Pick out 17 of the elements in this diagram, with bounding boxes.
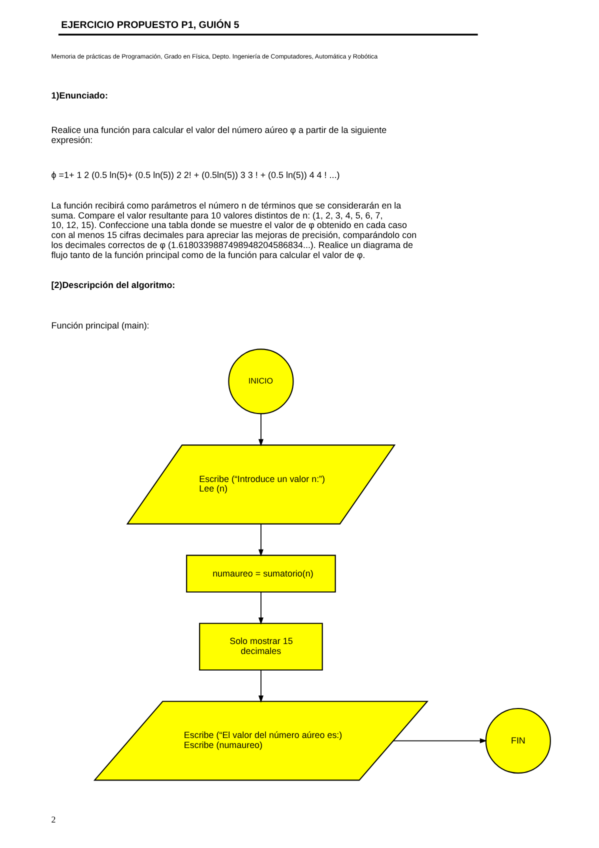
arrow — [258, 524, 264, 556]
arrow — [258, 670, 264, 703]
arrow — [258, 592, 264, 625]
label: La función recibirá como parámetros el número n de términos que se considerarán en la suma. Compare el valor resultante para 10 valores distintos de n: (1, 2, 3, 4, 5, 6, 7, 10, 12, 15). Confeccione una tabla donde se muestre el valor de φ obtenido en cada caso con al menos 15 cifras decimales para apreciar las mejoras de precisión, comparándolo con los decimales correctos de φ (1.6180339887498948204586834...). Realice un diagrama de flujo tanto de la función principal como de la función para calcular el valor de φ. — [51, 200, 417, 260]
label: Realice una función para calcular el valor del número aúreo φ a partir de la siguiente expresión: — [51, 125, 387, 146]
arrow — [258, 413, 264, 446]
node-box: Solo mostrar 15 decimales — [199, 622, 323, 671]
diagram-title: EJERCICIO PROPUESTO P1, GUIÓN 5 — [61, 20, 240, 32]
arrow — [392, 738, 488, 744]
node-box: numaureo = sumatorio(n) — [186, 554, 336, 593]
label: [2)Descripción del algoritmo: — [51, 280, 176, 290]
label: 1)Enunciado: — [51, 90, 108, 100]
node-circle: INICIO — [228, 348, 294, 414]
label: 2 — [51, 814, 56, 824]
label: Función principal (main): — [51, 320, 150, 331]
label: ϕ =1+ 1 2 (0.5 ln(5)+ (0.5 ln(5)) 2 2! + (0.5ln(5)) 3 3 ! + (0.5 ln(5)) 4 4 ! ...) — [51, 170, 340, 180]
node-circle: FIN — [485, 708, 551, 774]
